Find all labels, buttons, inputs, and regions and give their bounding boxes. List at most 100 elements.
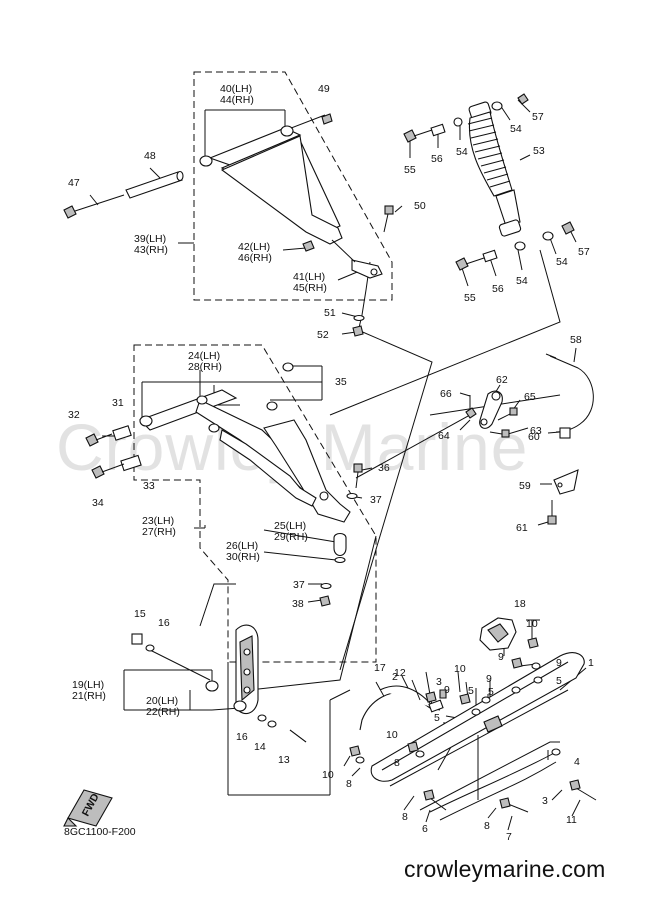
label-46: 46(RH) <box>238 252 272 264</box>
label-56b: 56 <box>492 283 504 295</box>
label-9c: 9 <box>486 673 492 685</box>
label-15: 15 <box>134 608 146 620</box>
ball-joint-25 <box>333 532 347 564</box>
label-47: 47 <box>68 177 80 189</box>
label-54d: 54 <box>516 275 528 287</box>
label-54b: 54 <box>456 146 468 158</box>
washer-37a <box>346 492 358 500</box>
label-25: 25(LH) <box>274 520 306 532</box>
label-28: 28(RH) <box>188 361 222 373</box>
label-36: 36 <box>378 462 390 474</box>
label-13: 13 <box>278 754 290 766</box>
bolt-36 <box>353 463 363 489</box>
label-20: 20(LH) <box>146 695 178 707</box>
label-24: 24(LH) <box>188 350 220 362</box>
label-9d: 9 <box>444 684 450 696</box>
label-8b: 8 <box>346 778 352 790</box>
label-55a: 55 <box>404 164 416 176</box>
label-5a: 5 <box>556 675 562 687</box>
label-8c: 8 <box>402 811 408 823</box>
label-16a: 16 <box>158 617 170 629</box>
label-19: 19(LH) <box>72 679 104 691</box>
label-10c: 10 <box>386 729 398 741</box>
label-34: 34 <box>92 497 104 509</box>
cable-end-60 <box>559 427 571 439</box>
label-16b: 16 <box>236 731 248 743</box>
washer-16b <box>257 714 267 722</box>
label-8d: 8 <box>484 820 490 832</box>
label-43: 43(RH) <box>134 244 168 256</box>
washer-51 <box>353 314 365 322</box>
label-66: 66 <box>440 388 452 400</box>
label-18: 18 <box>514 598 526 610</box>
label-56a: 56 <box>431 153 443 165</box>
label-4: 4 <box>574 756 580 768</box>
lower-arm-group-box <box>133 344 377 663</box>
label-65: 65 <box>524 391 536 403</box>
upper-a-arm <box>199 125 343 245</box>
label-57b: 57 <box>578 246 590 258</box>
label-10a: 10 <box>526 618 538 630</box>
bushing-33 <box>120 454 142 472</box>
label-58: 58 <box>570 334 582 346</box>
label-3: 3 <box>436 676 442 688</box>
bolt-61 <box>547 500 557 525</box>
label-5c: 5 <box>488 686 494 698</box>
label-64: 64 <box>438 430 450 442</box>
label-23: 23(LH) <box>142 515 174 527</box>
label-32: 32 <box>68 409 80 421</box>
label-12: 12 <box>394 667 406 679</box>
website-footer[interactable]: crowleymarine.com <box>404 856 606 882</box>
ski-bracket-18 <box>479 617 517 651</box>
label-44: 44(RH) <box>220 94 254 106</box>
washer-37b <box>320 582 332 590</box>
washer-16a <box>145 644 155 652</box>
label-3b: 3 <box>542 795 548 807</box>
label-54a: 54 <box>510 123 522 135</box>
label-10b: 10 <box>454 663 466 675</box>
label-61: 61 <box>516 522 528 534</box>
upper-shaft-48 <box>125 170 184 199</box>
nut-38 <box>319 595 331 607</box>
label-1: 1 <box>588 657 594 669</box>
label-2: 2 <box>392 671 398 683</box>
shock-absorber <box>403 93 575 271</box>
label-60: 60 <box>528 431 540 443</box>
label-45: 45(RH) <box>293 282 327 294</box>
ski-hardware <box>349 637 597 813</box>
label-51: 51 <box>324 307 336 319</box>
bolt-32 <box>85 433 113 447</box>
washer-14 <box>267 720 277 728</box>
label-6: 6 <box>422 823 428 835</box>
label-9b: 9 <box>556 657 562 669</box>
label-22: 22(RH) <box>146 706 180 718</box>
label-57a: 57 <box>532 111 544 123</box>
bushing-15 <box>131 633 143 645</box>
cable-58 <box>545 353 594 433</box>
label-8a: 8 <box>394 757 400 769</box>
label-9a: 9 <box>498 651 504 663</box>
label-55b: 55 <box>464 292 476 304</box>
label-30: 30(RH) <box>226 551 260 563</box>
label-49: 49 <box>318 83 330 95</box>
label-33: 33 <box>143 480 155 492</box>
label-5d: 5 <box>434 712 440 724</box>
label-5b: 5 <box>468 685 474 697</box>
label-26: 26(LH) <box>226 540 258 552</box>
label-29: 29(RH) <box>274 531 308 543</box>
label-52: 52 <box>317 329 329 341</box>
ski-1 <box>359 652 585 821</box>
steering-arm-62 <box>465 390 518 438</box>
label-54c: 54 <box>556 256 568 268</box>
label-48: 48 <box>144 150 156 162</box>
label-21: 21(RH) <box>72 690 106 702</box>
label-39: 39(LH) <box>134 233 166 245</box>
label-53: 53 <box>533 145 545 157</box>
ball-joint-41 <box>331 239 383 279</box>
label-40: 40(LH) <box>220 83 252 95</box>
label-42: 42(LH) <box>238 241 270 253</box>
nut-42 <box>302 240 315 252</box>
label-37b: 37 <box>293 579 305 591</box>
lower-a-arm <box>139 362 351 523</box>
label-38: 38 <box>292 598 304 610</box>
